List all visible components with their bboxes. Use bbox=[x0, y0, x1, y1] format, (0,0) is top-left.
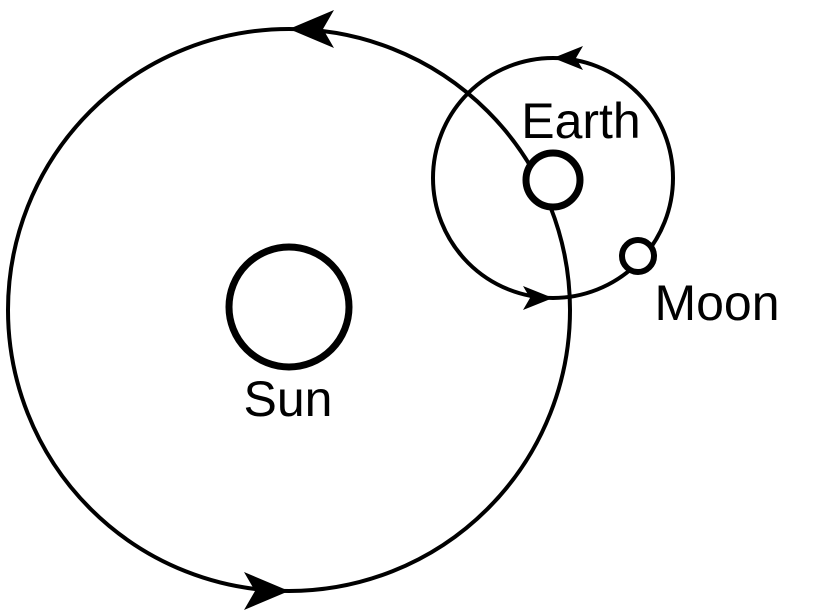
moon-orbit-arrow-bottom bbox=[523, 286, 553, 310]
moon-body bbox=[619, 237, 657, 275]
earth-orbit-arrow-top bbox=[289, 10, 334, 48]
earth-orbit-arrow-bottom bbox=[244, 572, 289, 610]
moon-orbit-arrow-top bbox=[553, 46, 583, 70]
earth-body bbox=[522, 149, 584, 211]
sun-body bbox=[225, 243, 353, 371]
earth-label: Earth bbox=[521, 93, 641, 149]
moon-label: Moon bbox=[654, 275, 779, 331]
sun-label: Sun bbox=[244, 371, 333, 427]
